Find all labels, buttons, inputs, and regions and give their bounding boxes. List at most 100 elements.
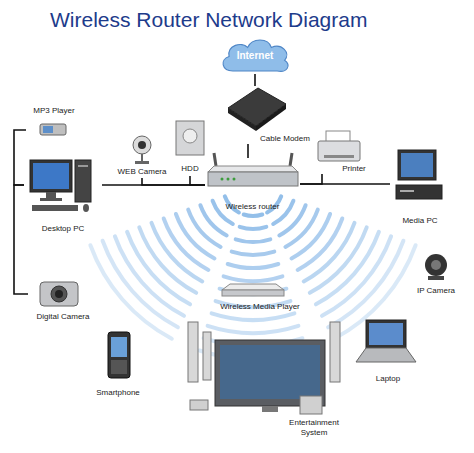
wave-arc bbox=[152, 223, 203, 282]
device-node: WEB Camera bbox=[110, 132, 174, 178]
device-label: MP3 Player bbox=[26, 106, 82, 116]
entertainment-system-icon-part bbox=[188, 322, 198, 382]
wave-arc bbox=[232, 252, 275, 255]
device-label: Digital Camera bbox=[28, 312, 98, 322]
webcam-icon-part bbox=[138, 141, 146, 149]
device-label: Cable Modem bbox=[256, 134, 314, 144]
hdd-icon-part bbox=[183, 129, 197, 143]
mp3-player-icon bbox=[40, 124, 66, 135]
media-player-icon-part bbox=[222, 284, 284, 290]
cable-modem-icon-part bbox=[228, 88, 286, 126]
desktop-pc-icon-part bbox=[75, 160, 91, 202]
desktop-pc-icon-part bbox=[40, 198, 62, 201]
device-node: IP Camera bbox=[408, 252, 464, 296]
laptop-icon-part bbox=[356, 348, 416, 362]
mp3-player-icon-part bbox=[43, 126, 53, 133]
network-cable bbox=[247, 144, 249, 158]
device-label: HDD bbox=[170, 164, 210, 174]
network-cable bbox=[300, 183, 390, 185]
diagram-title: Wireless Router Network Diagram bbox=[50, 8, 450, 32]
device-label: Media PC bbox=[390, 216, 450, 226]
entertainment-system-icon-part bbox=[262, 406, 278, 412]
cloud-node: Internet bbox=[218, 36, 292, 74]
device-node: HDD bbox=[170, 118, 210, 176]
wave-arc bbox=[298, 219, 343, 270]
device-node: MP3 Player bbox=[26, 106, 82, 138]
desktop-pc-icon-part bbox=[33, 163, 69, 189]
device-label: Desktop PC bbox=[24, 224, 102, 234]
device-label: Entertainment System bbox=[283, 418, 345, 438]
router-icon-part bbox=[214, 153, 216, 166]
cable-modem-icon bbox=[228, 88, 286, 131]
media-pc-icon-part bbox=[396, 185, 442, 199]
wave-arc bbox=[236, 239, 271, 242]
wave-arc bbox=[228, 264, 279, 268]
network-cable bbox=[300, 174, 322, 184]
entertainment-system-icon-part bbox=[190, 400, 208, 410]
entertainment-system-icon-part bbox=[300, 396, 322, 414]
device-node: Wireless router bbox=[205, 158, 300, 212]
smartphone-icon-part bbox=[111, 360, 127, 374]
device-label: Laptop bbox=[350, 374, 426, 384]
device-node: Wireless Media Player bbox=[205, 278, 315, 314]
desktop-pc-icon-part bbox=[46, 192, 56, 198]
entertainment-system-icon-part bbox=[330, 322, 340, 382]
router-icon-part bbox=[208, 172, 298, 186]
hdd-icon-part bbox=[176, 121, 204, 155]
media-pc-icon-part bbox=[400, 190, 414, 192]
desktop-pc-icon-part bbox=[30, 160, 72, 192]
network-cable bbox=[254, 74, 256, 86]
hdd-icon bbox=[176, 121, 204, 155]
media-player-icon-part bbox=[222, 290, 284, 296]
entertainment-system-icon-part bbox=[220, 345, 320, 399]
wave-arc bbox=[328, 241, 403, 328]
network-cable bbox=[14, 185, 28, 294]
device-node: Printer bbox=[312, 126, 376, 174]
device-label: Smartphone bbox=[88, 388, 148, 398]
media-player-icon bbox=[222, 284, 284, 296]
device-node: Desktop PC bbox=[24, 156, 102, 236]
cloud-label: Internet bbox=[218, 36, 292, 74]
router-icon bbox=[208, 153, 298, 186]
mp3-player-icon-part bbox=[40, 124, 66, 135]
network-cable bbox=[142, 178, 205, 185]
digital-camera-icon bbox=[40, 282, 78, 306]
network-cable bbox=[190, 176, 205, 185]
device-node: Digital Camera bbox=[28, 278, 98, 322]
router-icon-part bbox=[227, 178, 230, 181]
wave-arc bbox=[304, 223, 355, 282]
entertainment-system-icon-part bbox=[203, 332, 211, 380]
wave-arc bbox=[103, 241, 178, 328]
device-label: Wireless router bbox=[205, 202, 300, 212]
smartphone-icon bbox=[108, 332, 130, 378]
device-node: Media PC bbox=[390, 144, 450, 228]
router-icon-part bbox=[221, 178, 224, 181]
device-node: Entertainment System bbox=[175, 318, 345, 446]
wave-arc bbox=[310, 227, 367, 292]
ip-camera-icon bbox=[425, 254, 447, 280]
desktop-pc-icon-part bbox=[83, 204, 89, 212]
wave-arc bbox=[224, 276, 283, 281]
desktop-pc-icon-part bbox=[78, 165, 88, 167]
router-icon-part bbox=[290, 153, 292, 166]
network-cable bbox=[14, 130, 26, 185]
laptop-icon-part bbox=[366, 320, 406, 348]
digital-camera-icon-part bbox=[51, 286, 67, 302]
wave-arc bbox=[279, 205, 305, 235]
laptop-icon bbox=[356, 320, 416, 362]
wave-arc bbox=[164, 219, 209, 270]
wave-arc bbox=[240, 227, 267, 229]
printer-icon bbox=[318, 131, 360, 161]
digital-camera-icon-part bbox=[55, 290, 63, 298]
digital-camera-icon-part bbox=[40, 282, 78, 306]
device-label: IP Camera bbox=[408, 286, 464, 296]
desktop-pc-icon bbox=[30, 160, 91, 212]
entertainment-system-icon bbox=[188, 322, 340, 414]
router-icon-part bbox=[208, 166, 298, 172]
media-pc-icon bbox=[396, 150, 442, 199]
webcam-icon bbox=[133, 136, 151, 164]
device-node: Cable Modem bbox=[222, 86, 314, 144]
wave-arc bbox=[90, 245, 171, 339]
cable-modem-icon-part bbox=[256, 104, 286, 131]
